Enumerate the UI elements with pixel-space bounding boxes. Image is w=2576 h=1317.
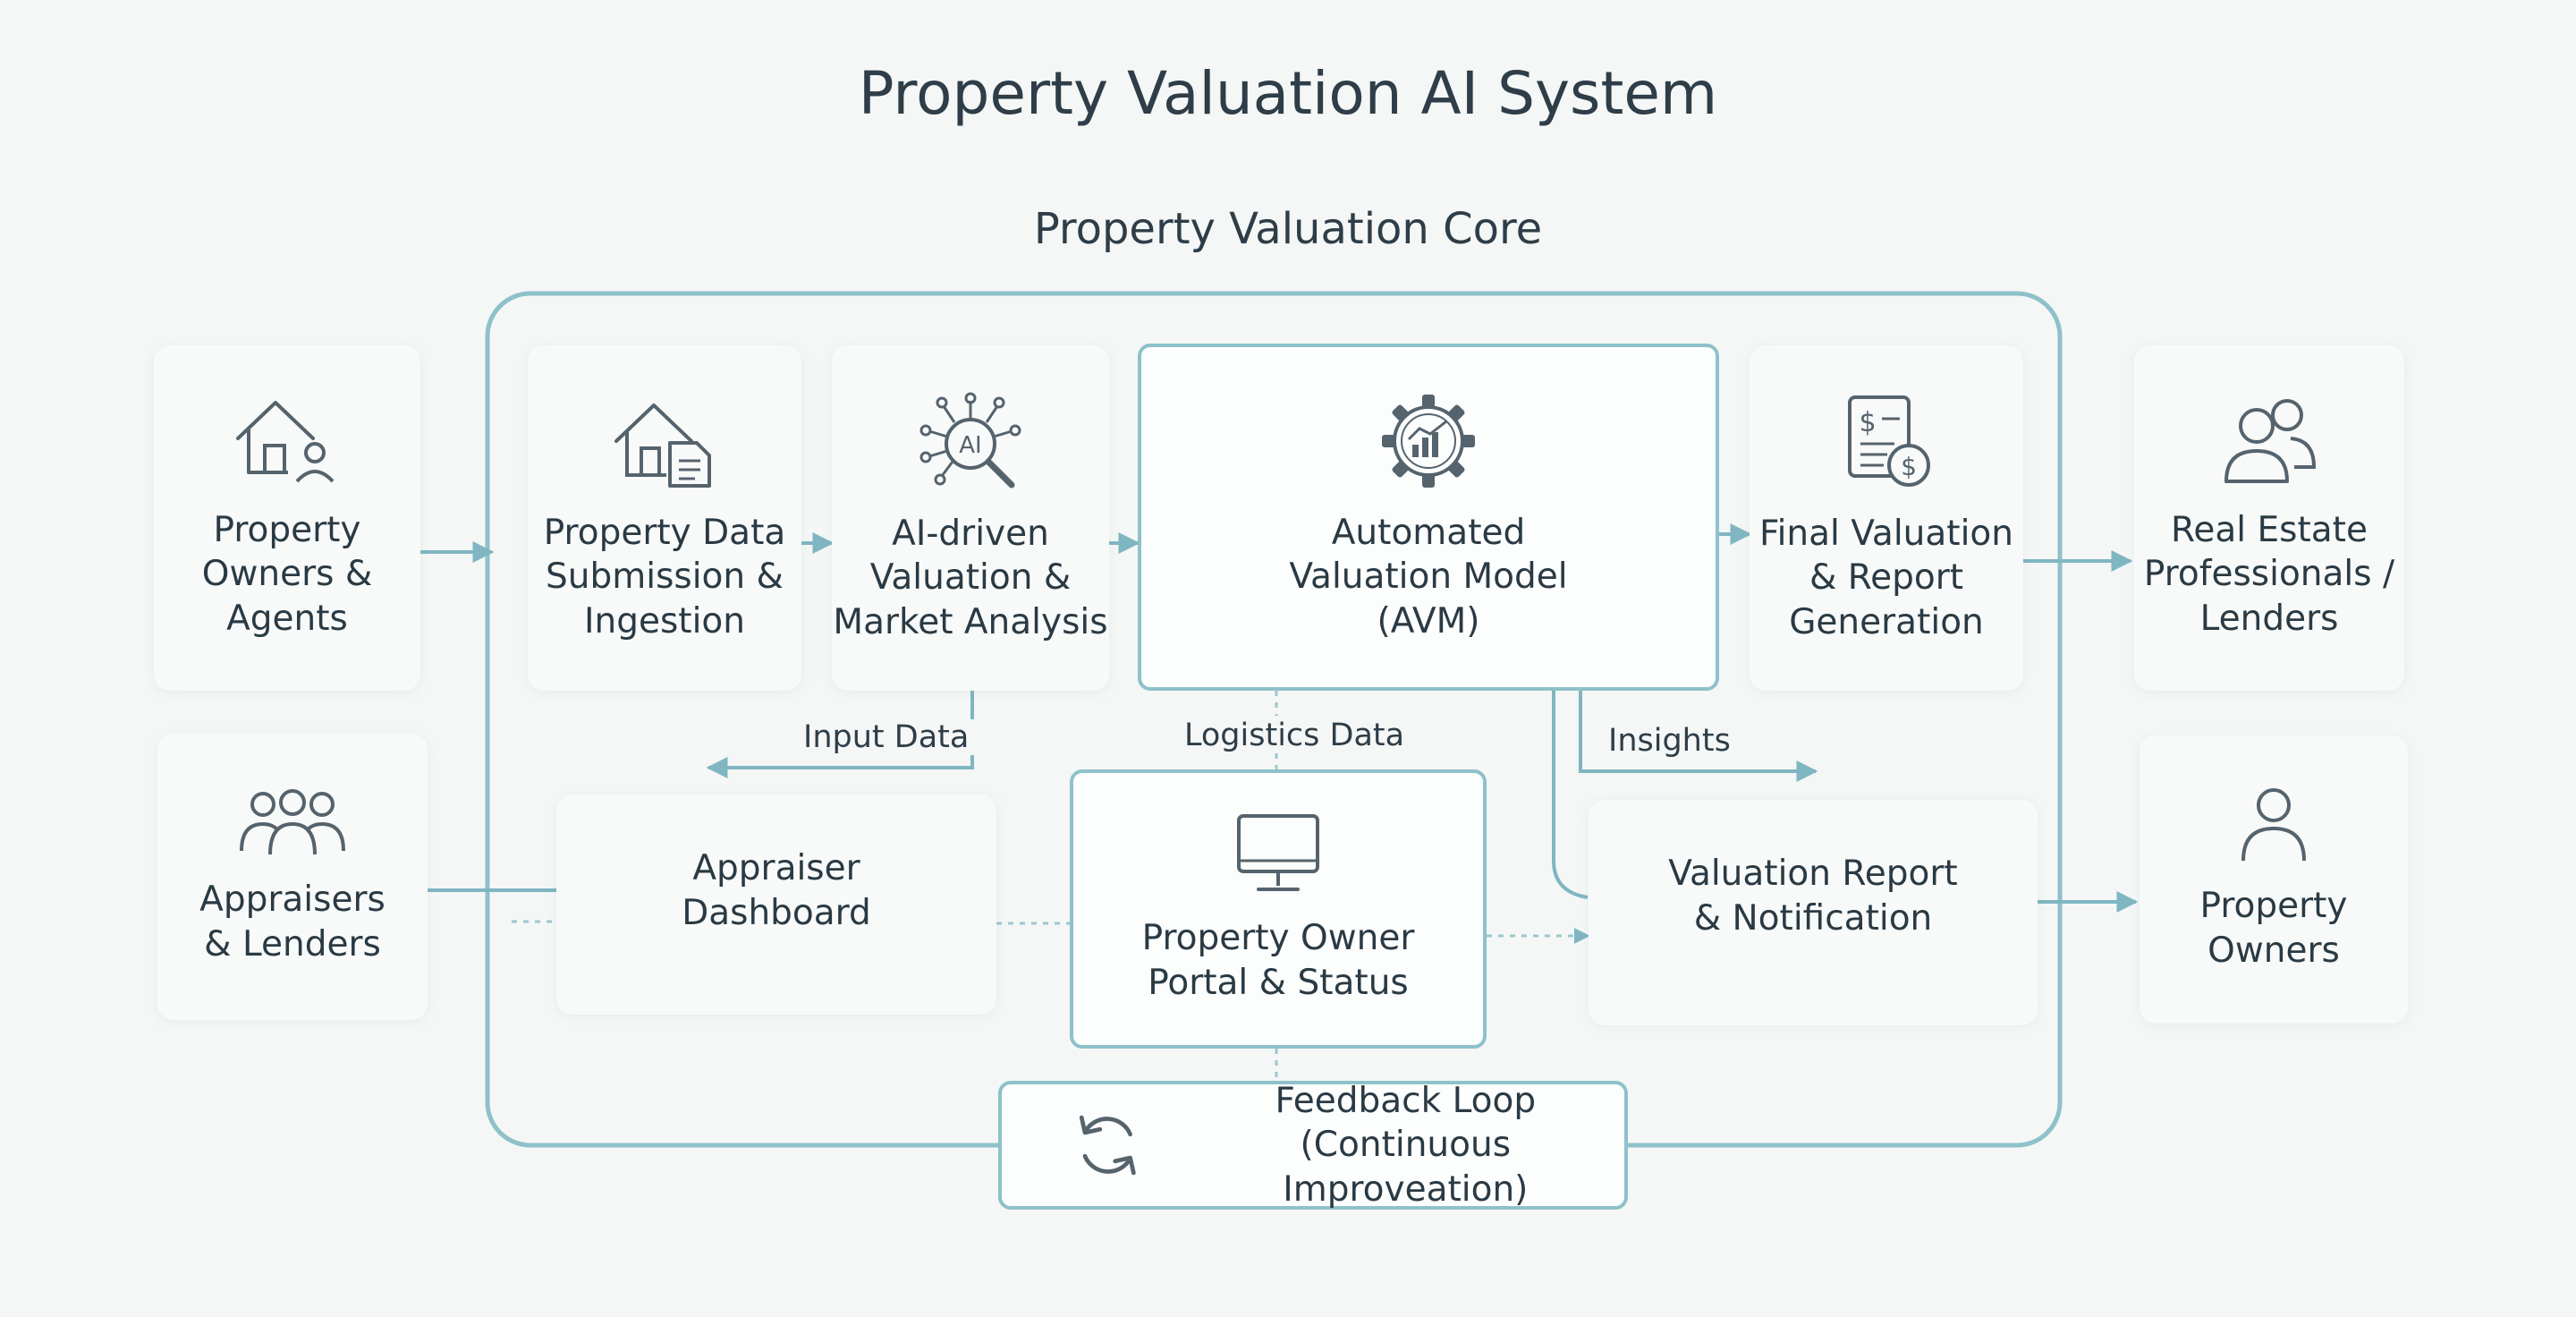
arrow-insights [1579, 691, 1818, 782]
arrow-input-data [706, 691, 974, 778]
node-re-professionals[interactable]: Real Estate Professionals / Lenders [2134, 345, 2404, 691]
node-final-report-label: Final Valuation & Report Generation [1759, 513, 2013, 642]
house-document-icon [614, 403, 711, 488]
node-avm-label: Automated Valuation Model (AVM) [1289, 512, 1568, 642]
node-appraiser-dashboard-label: Appraiser Dashboard [682, 848, 871, 933]
edge-label-input-data: Input Data [798, 719, 975, 755]
node-owners-agents-label: Property Owners & Agents [201, 509, 373, 639]
line-avm-to-report [1552, 691, 1589, 899]
node-report-notification[interactable]: Valuation Report & Notification [1589, 800, 2038, 1025]
people-pair-icon [2224, 398, 2317, 483]
refresh-icon [1079, 1115, 1136, 1176]
core-title: Property Valuation Core [1033, 204, 1543, 254]
ai-badge-text: AI [959, 432, 981, 459]
node-appraisers-lenders[interactable]: Appraisers & Lenders [157, 734, 428, 1020]
node-property-owners-label: Property Owners [2199, 886, 2348, 971]
ai-network-icon: AI [919, 392, 1021, 489]
node-feedback-loop[interactable]: Feedback Loop (Continuous Improveation) [998, 1081, 1628, 1210]
edge-label-logistics-data: Logistics Data [1179, 718, 1411, 753]
people-group-icon [240, 789, 345, 855]
node-owner-portal-label: Property Owner Portal & Status [1141, 918, 1415, 1003]
node-avm[interactable]: Automated Valuation Model (AVM) [1138, 344, 1719, 691]
dollar-sign-text: $ [1859, 407, 1876, 438]
coin-dollar-text: $ [1901, 452, 1917, 481]
node-feedback-loop-label: Feedback Loop (Continuous Improveation) [1275, 1080, 1537, 1210]
invoice-dollar-icon: $ $ [1848, 395, 1930, 487]
node-data-submission[interactable]: Property Data Submission & Ingestion [528, 345, 801, 691]
node-owner-portal[interactable]: Property Owner Portal & Status [1070, 769, 1487, 1049]
node-report-notification-label: Valuation Report & Notification [1668, 854, 1958, 939]
person-icon [2241, 788, 2306, 862]
node-appraiser-dashboard[interactable]: Appraiser Dashboard [556, 794, 996, 1015]
monitor-icon [1237, 814, 1319, 892]
house-person-icon [236, 400, 335, 483]
node-data-submission-label: Property Data Submission & Ingestion [543, 512, 786, 642]
node-final-report[interactable]: $ $ Final Valuation & Report Generation [1750, 345, 2023, 691]
node-appraisers-lenders-label: Appraisers & Lenders [199, 879, 386, 964]
gear-chart-icon [1382, 394, 1475, 488]
page-title: Property Valuation AI System [858, 59, 1718, 128]
node-owners-agents[interactable]: Property Owners & Agents [154, 345, 420, 691]
node-ai-valuation-label: AI-driven Valuation & Market Analysis [833, 513, 1108, 642]
node-property-owners[interactable]: Property Owners [2140, 735, 2408, 1024]
node-re-professionals-label: Real Estate Professionals / Lenders [2143, 509, 2395, 639]
edge-label-insights: Insights [1603, 723, 1736, 759]
node-ai-valuation[interactable]: AI AI-driven Valuation & Market Analysis [832, 345, 1109, 691]
